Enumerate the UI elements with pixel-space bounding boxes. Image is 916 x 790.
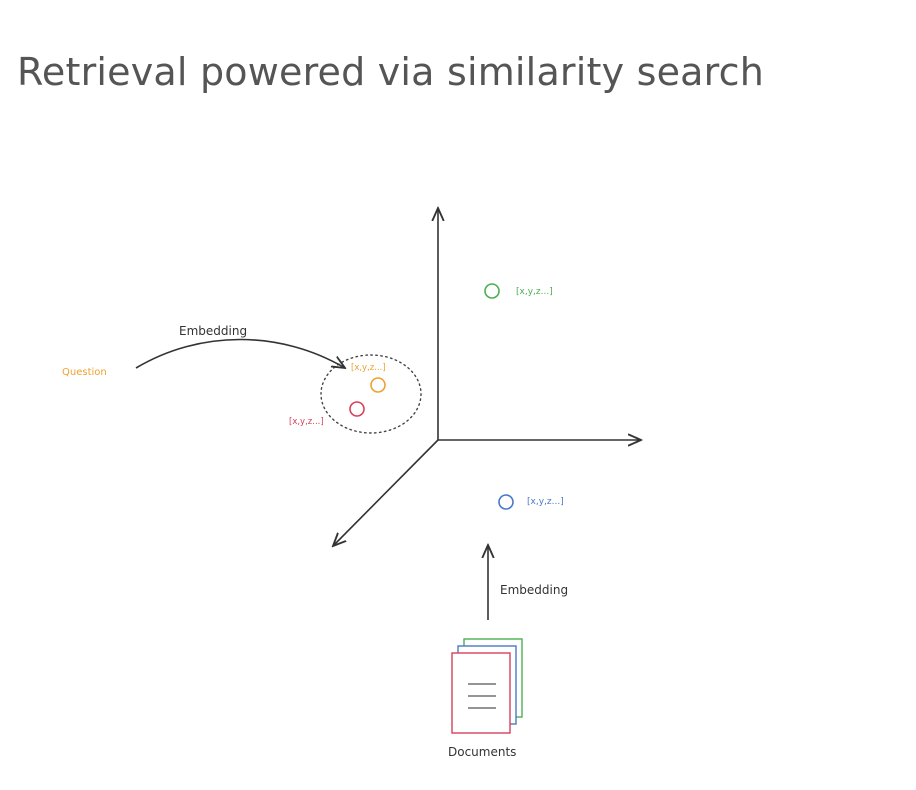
orange-point-group: [x,y,z...] — [351, 363, 386, 393]
red-point-group: [x,y,z...] — [289, 401, 365, 427]
green-vector-label: [x,y,z...] — [516, 287, 553, 297]
blue-vector-label: [x,y,z...] — [527, 497, 564, 507]
red-vector-label: [x,y,z...] — [289, 417, 324, 427]
slide-title: Retrieval powered via similarity search — [17, 50, 765, 94]
z-axis — [333, 439, 439, 546]
green-point-group: [x,y,z...] — [484, 283, 553, 299]
documents-embedding-label: Embedding — [500, 583, 568, 597]
documents-stack-icon — [451, 638, 523, 734]
axes — [333, 208, 641, 546]
blue-point-group: [x,y,z...] — [498, 494, 564, 510]
question-label: Question — [62, 367, 107, 378]
question-embedding-label: Embedding — [179, 324, 247, 338]
orange-vector-label: [x,y,z...] — [351, 363, 386, 373]
question-embedding-arrow — [135, 338, 345, 369]
documents-label: Documents — [448, 745, 516, 759]
red-point — [349, 401, 365, 417]
blue-point — [498, 494, 514, 510]
similarity-region — [320, 354, 422, 434]
orange-point — [370, 377, 386, 393]
green-point — [484, 283, 500, 299]
